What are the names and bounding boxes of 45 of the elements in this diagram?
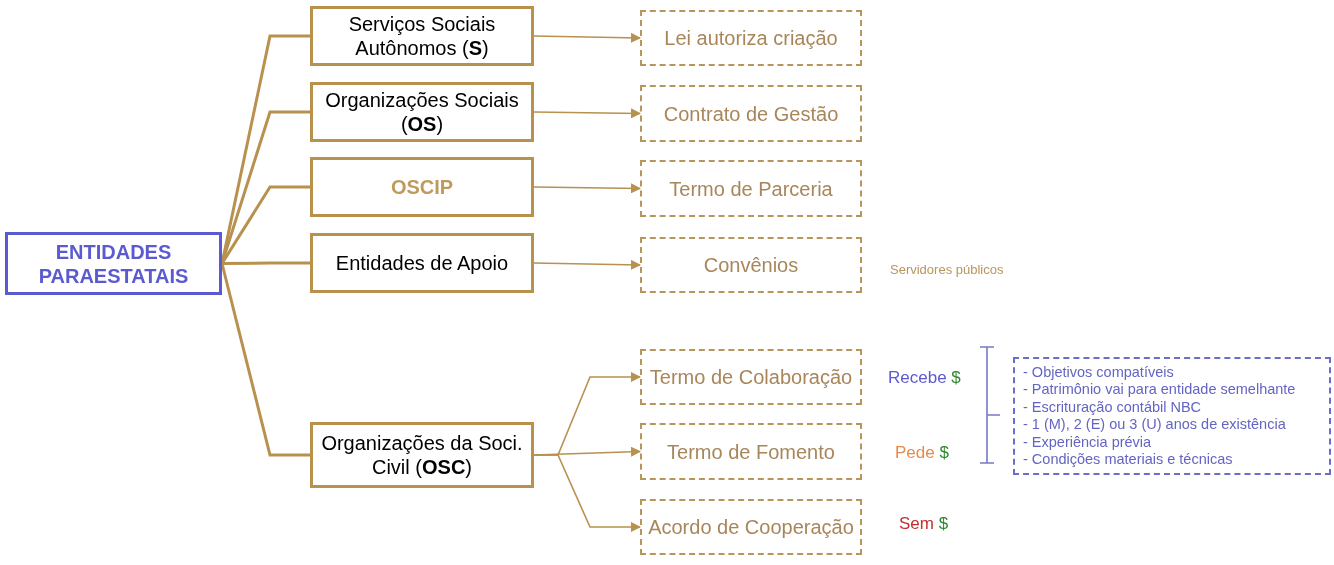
note-text: Recebe $ <box>888 368 961 388</box>
node-label: Organizações da Soci. Civil (OSC) <box>320 431 524 479</box>
node-label: Contrato de Gestão <box>663 101 839 126</box>
node-label: Organizações Sociais (OS) <box>324 88 520 136</box>
node-label: Termo de Parceria <box>669 176 833 201</box>
instrument-box <box>640 349 862 405</box>
note-text: Sem $ <box>899 514 949 534</box>
requirement-text: - Experiência prévia <box>1023 433 1152 451</box>
entity-box <box>310 233 534 293</box>
requirements-box <box>1013 357 1331 475</box>
requirement-text: - Patrimônio vai para entidade semelhante <box>1023 381 1296 399</box>
node-label: Termo de Fomento <box>667 439 835 464</box>
arrow <box>533 259 641 270</box>
instrument-box <box>640 237 862 293</box>
requirement-text: - Objetivos compatíveis <box>1023 363 1174 381</box>
node-label: Acordo de Cooperação <box>648 515 854 539</box>
instrument-box <box>640 85 862 142</box>
node-label: Convênios <box>703 253 799 277</box>
note-text: Pede $ <box>895 443 949 463</box>
requirement-text: - 1 (M), 2 (E) ou 3 (U) anos de existência <box>1023 416 1286 434</box>
entity-box <box>310 157 534 217</box>
entity-box <box>310 6 534 66</box>
node-label: Serviços Sociais Autônomos (S) <box>347 12 497 60</box>
node-label: ENTIDADES PARAESTATAIS <box>37 239 190 288</box>
node-label: Lei autoriza criação <box>664 26 838 50</box>
branch-line <box>220 185 310 265</box>
entity-box <box>310 82 534 142</box>
instrument-box <box>640 423 862 480</box>
arrow <box>533 183 641 194</box>
requirement-text: - Condições materiais e técnicas <box>1023 451 1233 469</box>
requirement-text: - Escrituração contábil NBC <box>1023 398 1202 416</box>
node-label: Entidades de Apoio <box>335 251 509 275</box>
branch-line <box>220 263 310 457</box>
category-box <box>5 232 222 295</box>
arrow <box>533 32 641 43</box>
arrow <box>533 454 641 532</box>
branch-line <box>222 261 310 265</box>
node-label: Termo de Colaboração <box>649 365 853 389</box>
entity-box <box>310 422 534 488</box>
instrument-box <box>640 10 862 66</box>
arrow <box>533 108 641 119</box>
instrument-box <box>640 160 862 217</box>
note-text: Servidores públicos <box>890 262 1004 277</box>
node-label: OSCIP <box>390 175 454 199</box>
instrument-box <box>640 499 862 555</box>
